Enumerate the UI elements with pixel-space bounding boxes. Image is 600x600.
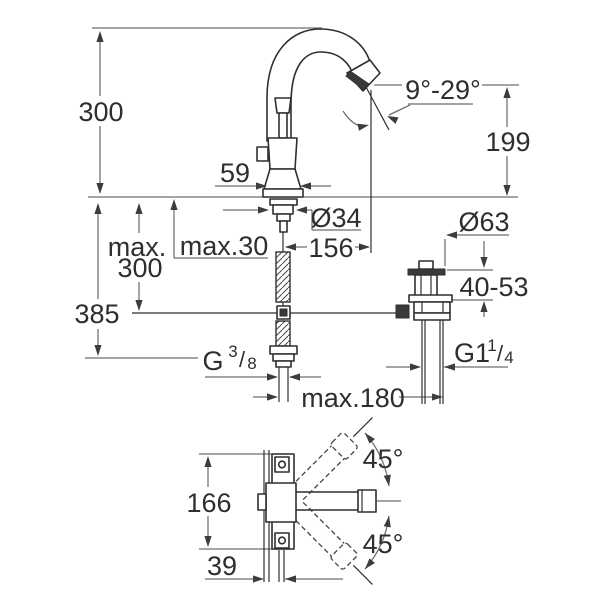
mounting-hole-bottom — [277, 536, 287, 545]
popup-rod-knob — [256, 146, 269, 162]
supply-thread-label: G 3 / 8 — [202, 342, 256, 376]
popup-waste-assembly — [395, 260, 453, 404]
supply-thread-numerator: 3 — [228, 342, 237, 361]
flexible-hose-lower — [275, 320, 291, 347]
spout-inner-curve — [290, 51, 355, 142]
faucet-front-view — [132, 28, 397, 402]
dim-total-height: 385 — [74, 299, 119, 329]
dim-outlet-height: 199 — [485, 127, 530, 157]
dim-hose-length-line2: 300 — [117, 253, 162, 283]
mounting-stud — [279, 220, 288, 233]
dim-aerator-angle-range: 9°-29° — [405, 75, 481, 105]
dim-hole-diameter: Ø34 — [310, 203, 361, 233]
mounting-nut — [272, 204, 294, 215]
dim-height-above-deck: 300 — [78, 97, 123, 127]
dimension-labels: 300 max. 300 385 59 max.30 Ø34 156 9°-29… — [74, 75, 530, 581]
spout-cap-top-view — [357, 489, 377, 513]
stream-angle-line — [365, 86, 390, 131]
mounting-hole-top — [277, 460, 287, 469]
dim-deck-thickness: max.30 — [180, 231, 269, 261]
aerator-band — [345, 70, 370, 91]
supply-thread-slash: / — [239, 347, 246, 372]
dim-drain-flange-diameter: Ø63 — [458, 207, 509, 237]
mounting-collar — [276, 213, 291, 222]
dim-plate-height: 166 — [186, 488, 231, 518]
drain-lock-nut — [408, 294, 453, 303]
drain-upper-body — [414, 274, 438, 297]
mounting-washer — [269, 198, 298, 206]
spout-outer-curve — [266, 28, 371, 142]
drain-flange — [407, 268, 446, 276]
faucet-skirt — [263, 168, 302, 190]
drain-thread-numerator: 1 — [487, 336, 496, 355]
spout-outlet — [346, 59, 381, 92]
dim-spout-projection: 156 — [308, 233, 353, 263]
dim-swivel-angle-lower: 45° — [363, 529, 404, 559]
dim-body-width: 59 — [220, 158, 250, 188]
drain-thread-denominator: 4 — [504, 348, 513, 367]
dim-basin-clamp-range: 40-53 — [459, 272, 528, 302]
handle-cap — [274, 97, 292, 114]
drain-mid-body — [413, 301, 451, 314]
drain-thread-label: G1 1 / 4 — [454, 336, 514, 368]
dim-hose-length-line1: max. — [108, 232, 167, 262]
rod-joint-pin — [279, 308, 288, 317]
top-view — [199, 417, 401, 585]
hose-connector-body — [272, 353, 295, 362]
drain-thread-prefix: G1 — [454, 338, 490, 368]
hose-connector-nut — [269, 345, 298, 355]
dim-swivel-angle-upper: 45° — [363, 444, 404, 474]
drain-plug-knob — [418, 260, 434, 270]
flexible-hose-upper — [275, 251, 291, 303]
rod-knob-top-view — [257, 493, 267, 511]
faucet-body-top-view — [265, 482, 297, 523]
handle-stem — [278, 112, 288, 139]
supply-thread-denominator: 8 — [247, 354, 256, 373]
drain-lower-body — [413, 312, 451, 321]
drain-thread-slash: / — [497, 341, 504, 366]
faucet-body — [267, 137, 298, 170]
supply-thread-prefix: G — [202, 346, 223, 376]
hose-connector-end — [275, 360, 292, 368]
dim-pipe-span: 39 — [207, 551, 237, 581]
rod-ball-joint — [395, 304, 410, 319]
dim-drain-distance: max.180 — [301, 383, 405, 413]
faucet-base — [262, 188, 304, 198]
